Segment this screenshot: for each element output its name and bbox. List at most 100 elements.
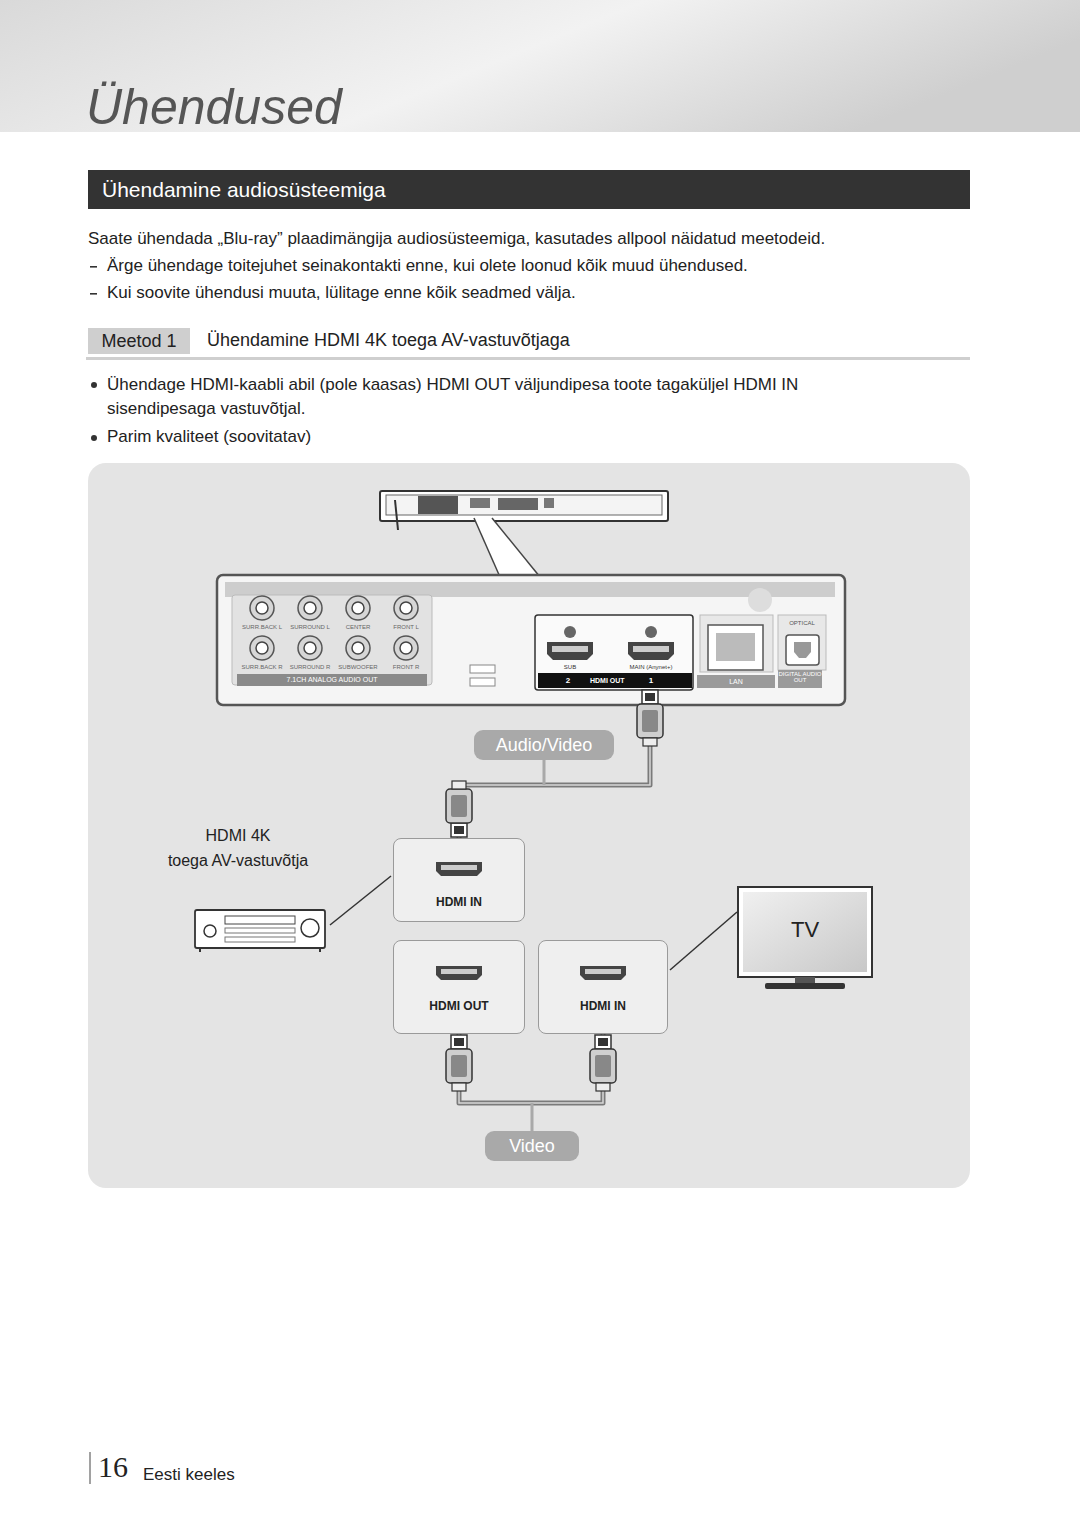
port-box: HDMI OUT bbox=[393, 940, 525, 1034]
port-label: DIGITAL AUDIO OUT bbox=[778, 671, 822, 684]
illustration-part bbox=[454, 826, 464, 834]
illustration-part bbox=[225, 916, 295, 924]
illustration-part bbox=[199, 948, 201, 952]
cable-label: Video bbox=[485, 1131, 579, 1161]
illustration-part bbox=[628, 642, 674, 660]
hdmi-cable bbox=[459, 1034, 603, 1103]
jack-label: SURR.BACK R bbox=[238, 664, 286, 671]
footer-language: Eesti keeles bbox=[143, 1464, 235, 1486]
illustration-part bbox=[400, 602, 412, 614]
hdmi-port-icon bbox=[434, 965, 484, 981]
illustration-part bbox=[778, 670, 822, 688]
port-label: HDMI IN bbox=[394, 895, 524, 909]
illustration-part bbox=[217, 575, 845, 705]
cable-label: Audio/Video bbox=[474, 730, 614, 760]
device-label: toega AV-vastuvõtja bbox=[143, 851, 333, 872]
section-title-bar: Ühendamine audiosüsteemiga bbox=[88, 170, 970, 209]
illustration-part bbox=[552, 646, 588, 652]
jack-label: SURROUND L bbox=[286, 624, 334, 631]
illustration-part bbox=[498, 498, 538, 510]
player-illustration bbox=[380, 491, 668, 530]
illustration-part bbox=[700, 615, 773, 672]
illustration-part bbox=[301, 919, 319, 937]
illustration-part bbox=[470, 665, 495, 673]
illustration-part bbox=[547, 642, 593, 660]
cable-group bbox=[446, 1034, 616, 1146]
illustration-part bbox=[748, 588, 772, 612]
illustration-part bbox=[256, 602, 268, 614]
device-label: HDMI 4K bbox=[168, 826, 308, 847]
illustration-part bbox=[642, 690, 658, 704]
footer-rule bbox=[90, 1452, 91, 1484]
hdmi-port-icon bbox=[578, 965, 628, 981]
hdmi-out-strip: HDMI OUT bbox=[538, 673, 692, 688]
illustration-part bbox=[474, 518, 500, 577]
method-tag: Meetod 1 bbox=[88, 328, 190, 354]
illustration-part bbox=[346, 596, 370, 620]
illustration-part bbox=[474, 518, 540, 577]
jack-label: SUBWOOFER bbox=[334, 664, 382, 671]
diagram-panel bbox=[88, 463, 970, 1188]
illustration-part bbox=[708, 625, 763, 670]
illustration-part bbox=[446, 789, 472, 823]
illustration-part bbox=[319, 948, 321, 952]
illustration-part bbox=[535, 615, 693, 690]
hdmi-plug bbox=[590, 1035, 616, 1091]
illustration-part bbox=[256, 642, 268, 654]
zoom-pointer bbox=[474, 518, 540, 577]
illustration-part bbox=[544, 498, 554, 508]
jack-label: FRONT L bbox=[382, 624, 430, 631]
illustration-part bbox=[452, 1083, 466, 1091]
illustration-part bbox=[304, 602, 316, 614]
port-box: HDMI IN bbox=[538, 940, 668, 1034]
illustration-part bbox=[765, 983, 845, 989]
illustration-part bbox=[598, 1038, 608, 1046]
illustration-part bbox=[738, 887, 872, 977]
illustration-part bbox=[451, 795, 467, 817]
jack-label: CENTER bbox=[334, 624, 382, 631]
note-text: Kui soovite ühendusi muuta, lülitage enn… bbox=[107, 282, 987, 304]
illustration-part bbox=[346, 636, 370, 660]
illustration-part bbox=[451, 1055, 467, 1077]
illustration-part bbox=[564, 626, 576, 638]
jack-label: SURR.BACK L bbox=[238, 624, 286, 631]
port-contacts bbox=[585, 969, 621, 974]
jack-label: SUB bbox=[548, 664, 592, 671]
illustration-part bbox=[232, 595, 432, 685]
illustration-part bbox=[670, 912, 737, 970]
bullet-text: Ühendage HDMI-kaabli abil (pole kaasas) … bbox=[107, 373, 897, 421]
illustration-part bbox=[204, 925, 216, 937]
illustration-part bbox=[795, 977, 815, 983]
illustration-part bbox=[91, 435, 97, 441]
chapter-title: Ühendused bbox=[86, 80, 342, 135]
illustration-part bbox=[645, 693, 655, 701]
illustration-part bbox=[195, 910, 325, 948]
illustration-part bbox=[250, 596, 274, 620]
port-shape bbox=[580, 966, 626, 980]
connector-group-label: 7.1CH ANALOG AUDIO OUT bbox=[237, 675, 427, 685]
illustration-part bbox=[330, 876, 391, 925]
illustration-part bbox=[454, 1038, 464, 1046]
callout-number: 1 bbox=[645, 674, 657, 687]
illustration-part bbox=[595, 1035, 611, 1049]
illustration-part bbox=[642, 710, 658, 732]
illustration-part bbox=[418, 496, 458, 514]
cable-highlight bbox=[459, 690, 650, 838]
callout-number: 2 bbox=[562, 674, 574, 687]
illustration-part bbox=[452, 781, 466, 789]
page-number: 16 bbox=[98, 1449, 128, 1485]
hdmi-plug bbox=[637, 690, 663, 746]
illustration-part bbox=[400, 642, 412, 654]
illustration-part bbox=[451, 1035, 467, 1049]
cable-group bbox=[446, 690, 663, 838]
rear-panel-zoom bbox=[217, 575, 845, 705]
illustration-part bbox=[470, 678, 495, 686]
method-label: Meetod 1 bbox=[88, 328, 190, 354]
jack-label: FRONT R bbox=[382, 664, 430, 671]
hdmi-plug bbox=[446, 1035, 472, 1091]
illustration-part bbox=[298, 636, 322, 660]
illustration-part bbox=[225, 937, 295, 942]
device-label: TV bbox=[775, 917, 835, 943]
note-text: Ärge ühendage toitejuhet seinakontakti e… bbox=[107, 255, 987, 277]
hdmi-plug bbox=[446, 781, 472, 837]
